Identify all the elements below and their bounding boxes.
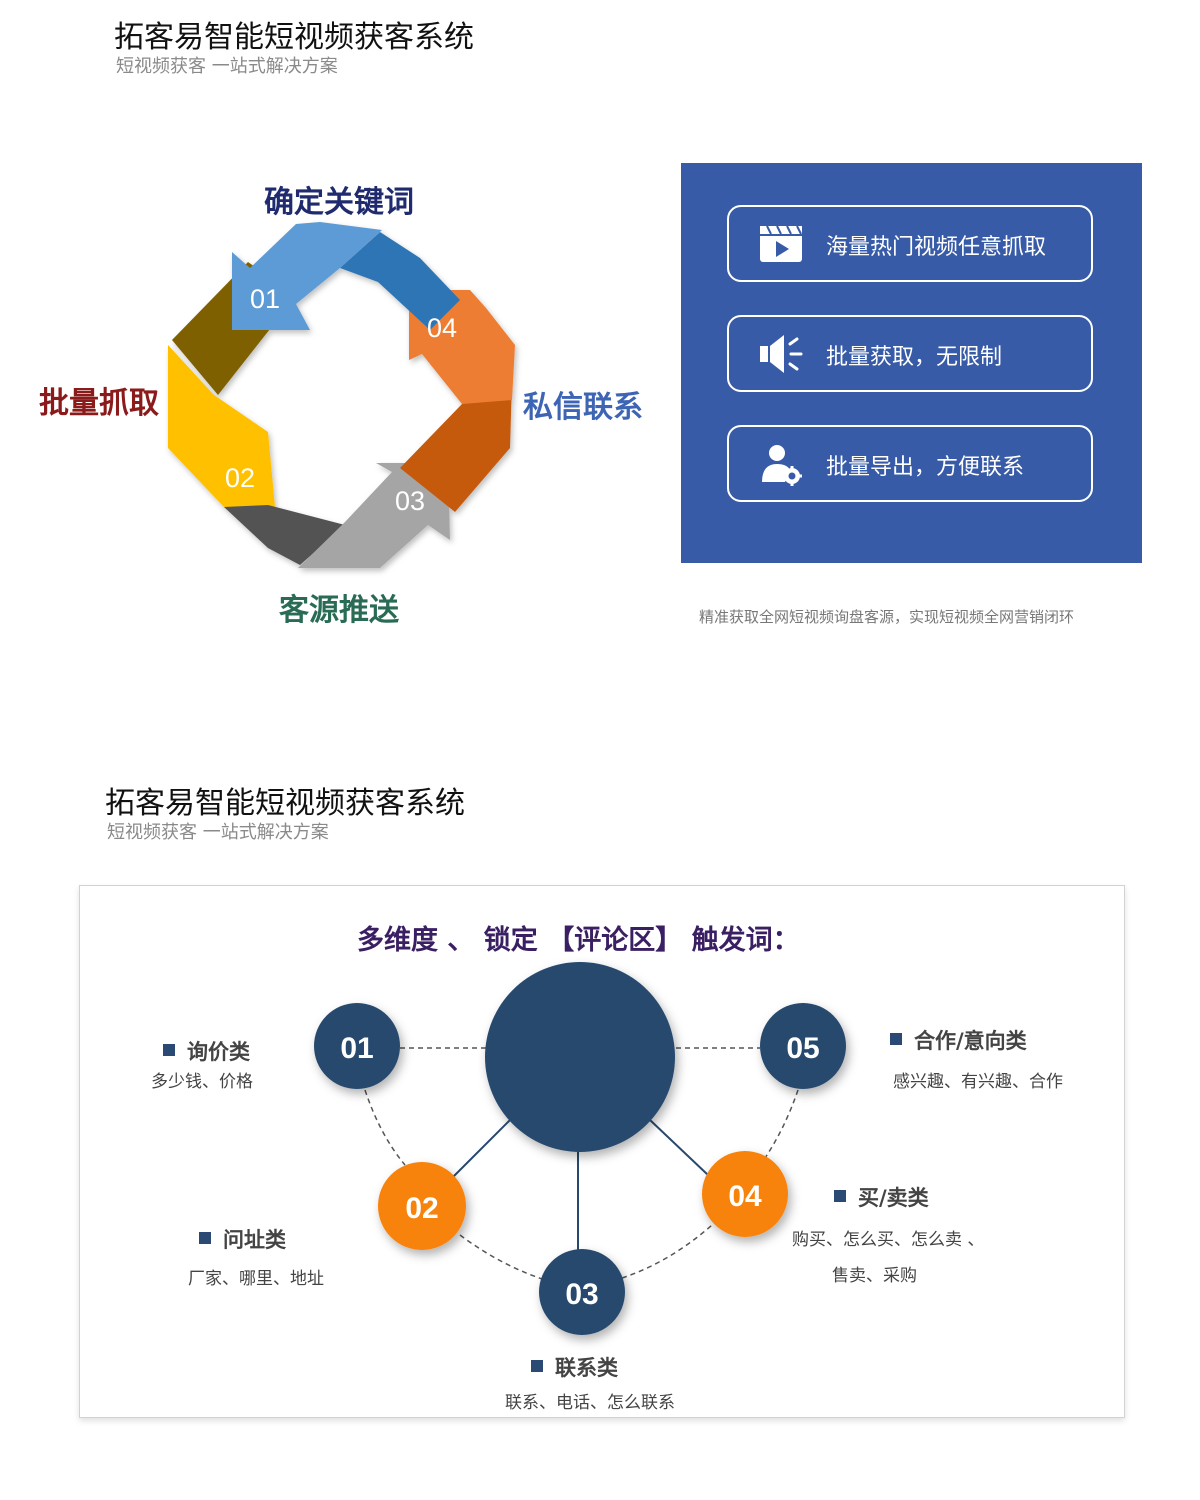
solid-connectors	[449, 1119, 709, 1250]
cycle-num-03: 03	[395, 486, 425, 516]
center-circle	[485, 962, 675, 1152]
category-label-inquiry: 询价类	[163, 1036, 250, 1066]
feature-text-batch: 批量获取，无限制	[826, 345, 1003, 370]
bullet-square	[890, 1033, 902, 1045]
panel-caption: 精准获取全网短视频询盘客源，实现短视频全网营销闭环	[699, 608, 1075, 626]
step-label-batch-grab: 批量抓取	[39, 386, 159, 421]
dashed-connectors	[364, 1047, 799, 1281]
node-num-02: 02	[405, 1192, 438, 1225]
bullet-square	[834, 1190, 846, 1202]
cycle-num-02: 02	[225, 463, 255, 493]
trigger-headline: 多维度 、 锁定 【评论区】 触发词：	[357, 925, 800, 956]
feature-item-export: 批量导出，方便联系	[727, 425, 1093, 502]
step-label-push: 客源推送	[279, 593, 399, 628]
node-num-04: 04	[728, 1180, 762, 1213]
section2-subtitle: 短视频获客 一站式解决方案	[107, 822, 329, 843]
page-subtitle: 短视频获客 一站式解决方案	[116, 56, 338, 77]
speaker-icon	[760, 335, 803, 373]
category-words-cooperation: 感兴趣、有兴趣、合作	[893, 1072, 1063, 1092]
cycle-band-blue	[232, 222, 382, 330]
cycle-diagram: 01 02 03 04	[168, 222, 515, 568]
cycle-band-yellow	[168, 345, 275, 507]
cycle-band-orange-dark	[400, 380, 512, 512]
bullet-square	[199, 1232, 211, 1244]
step-label-keyword: 确定关键词	[264, 185, 414, 220]
feature-item-video: 海量热门视频任意抓取	[727, 205, 1093, 282]
node-circle-02	[378, 1162, 466, 1250]
step-label-message: 私信联系	[523, 390, 643, 425]
category-label-address: 问址类	[199, 1224, 286, 1254]
cycle-band-blue-dark	[340, 232, 460, 330]
feature-text-export: 批量导出，方便联系	[826, 455, 1025, 480]
bullet-square	[531, 1360, 543, 1372]
category-label-cooperation: 合作/意向类	[890, 1025, 1027, 1055]
category-label-buysell: 买/卖类	[834, 1182, 929, 1212]
node-circle-05	[760, 1003, 846, 1089]
video-play-icon	[760, 225, 802, 262]
page-title: 拓客易智能短视频获客系统	[114, 20, 474, 55]
bullet-square	[163, 1044, 175, 1056]
category-words-inquiry: 多少钱、价格	[151, 1072, 253, 1092]
section2-title: 拓客易智能短视频获客系统	[105, 786, 465, 821]
node-num-01: 01	[340, 1032, 373, 1065]
node-circle-04	[702, 1151, 788, 1237]
node-circle-03	[539, 1249, 625, 1335]
category-label-contact: 联系类	[531, 1352, 618, 1382]
category-words-buysell-2: 售卖、采购	[832, 1266, 917, 1286]
category-words-contact: 联系、电话、怎么联系	[505, 1393, 675, 1413]
cycle-num-04: 04	[427, 313, 457, 343]
node-num-05: 05	[786, 1032, 819, 1065]
category-words-address: 厂家、哪里、地址	[188, 1269, 324, 1289]
feature-item-batch: 批量获取，无限制	[727, 315, 1093, 392]
feature-text-video: 海量热门视频任意抓取	[826, 235, 1047, 260]
category-words-buysell-1: 购买、怎么买、怎么卖 、	[792, 1230, 985, 1250]
node-num-03: 03	[565, 1278, 598, 1311]
feature-panel: 海量热门视频任意抓取 批量获取，无限制 批量导出，方便联系	[681, 163, 1142, 563]
user-gear-icon	[762, 445, 802, 486]
node-circle-01	[314, 1003, 400, 1089]
cycle-band-darkgray	[224, 505, 345, 565]
cycle-band-gray	[298, 463, 450, 568]
cycle-num-01: 01	[250, 284, 280, 314]
